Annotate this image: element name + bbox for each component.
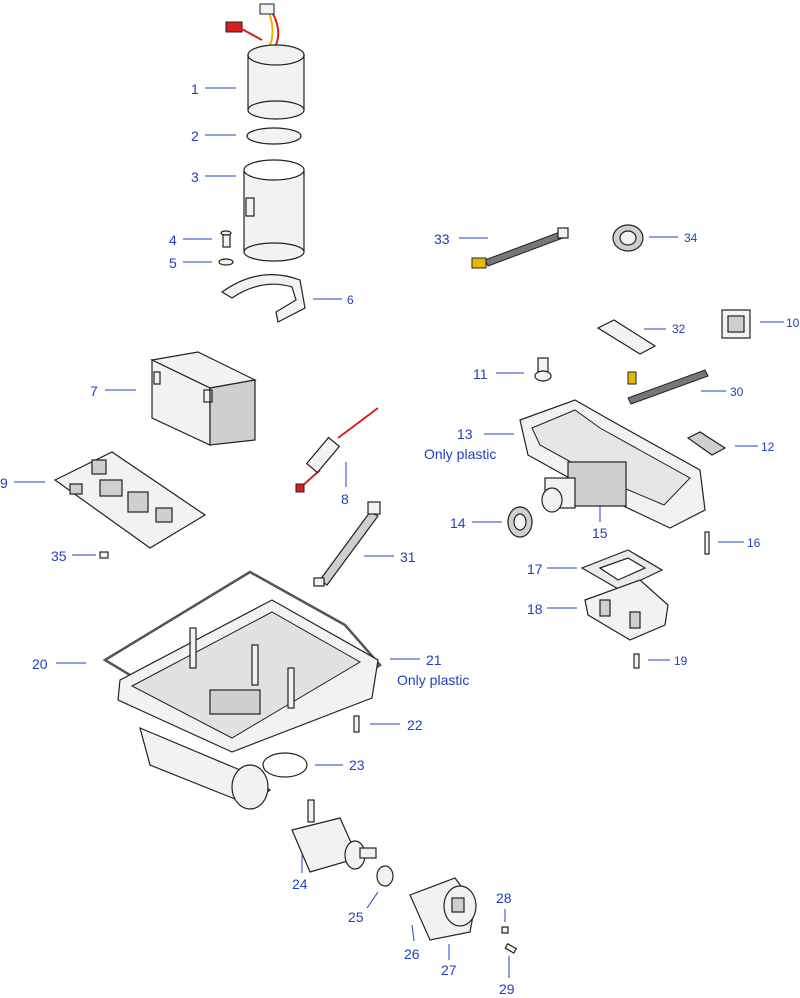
callout-35: 35	[51, 548, 67, 564]
part-20-21-base-housing	[102, 570, 382, 753]
callout-11: 11	[473, 366, 488, 382]
callout-25: 25	[348, 909, 364, 925]
note-21-only-plastic: Only plastic	[397, 672, 469, 688]
callout-12: 12	[761, 440, 775, 454]
callout-labels: 1 2 3 4 5 6 7 8 9 35 31 20 21 Only plast…	[0, 81, 800, 997]
callout-14: 14	[450, 515, 466, 531]
leader-lines	[14, 87, 784, 978]
part-11-plug	[534, 357, 552, 382]
callout-2: 2	[191, 128, 199, 144]
part-4-screw	[220, 230, 232, 248]
callout-21: 21	[426, 652, 442, 668]
part-22-screw	[353, 715, 360, 733]
callout-24: 24	[292, 876, 308, 892]
part-23-tube-ring	[139, 726, 308, 810]
callout-9: 9	[0, 475, 8, 491]
part-1-motor-cap	[225, 3, 305, 120]
callout-7: 7	[90, 383, 98, 399]
part-8-cable	[295, 407, 379, 493]
part-35-chip	[99, 551, 109, 559]
part-26-27-drum	[409, 877, 477, 941]
callout-30: 30	[730, 385, 744, 399]
part-34-gland-nut	[612, 224, 644, 252]
callout-6: 6	[347, 293, 354, 307]
callout-5: 5	[169, 255, 177, 271]
callout-19: 19	[674, 654, 688, 668]
part-7-battery-box	[150, 351, 257, 446]
callout-31: 31	[400, 549, 416, 565]
callout-23: 23	[349, 757, 365, 773]
part-18-bracket	[584, 579, 669, 641]
callout-4: 4	[169, 232, 177, 248]
callout-8: 8	[341, 491, 349, 507]
callout-33: 33	[434, 231, 450, 247]
callout-27: 27	[441, 962, 457, 978]
callout-22: 22	[407, 717, 423, 733]
part-24-motor	[291, 799, 377, 873]
part-drawings	[53, 3, 751, 954]
part-3-housing	[243, 159, 305, 262]
callout-18: 18	[527, 601, 543, 617]
part-25-washer	[376, 865, 394, 887]
callout-17: 17	[527, 561, 543, 577]
note-13-only-plastic: Only plastic	[424, 446, 496, 462]
callout-34: 34	[684, 231, 698, 245]
part-14-bearing	[507, 506, 533, 538]
part-30-cable	[627, 369, 709, 405]
part-2-gasket	[246, 127, 302, 145]
callout-20: 20	[32, 656, 48, 672]
part-9-circuit-board	[53, 451, 207, 549]
part-5-washer	[218, 258, 234, 266]
part-32-small-board	[596, 319, 657, 355]
part-28-screw	[501, 926, 509, 934]
callout-15: 15	[592, 525, 608, 541]
callout-3: 3	[191, 169, 199, 185]
part-6-clamp	[220, 274, 306, 323]
part-10-connector	[721, 309, 751, 339]
part-19-screw	[633, 653, 640, 669]
part-29-screw	[504, 942, 518, 954]
callout-28: 28	[496, 890, 512, 906]
callout-1: 1	[191, 81, 199, 97]
part-33-harness	[471, 227, 569, 269]
part-16-pin	[704, 531, 710, 555]
callout-32: 32	[672, 322, 686, 336]
part-13-15-gearbox	[519, 399, 706, 529]
part-17-frame	[580, 549, 664, 591]
callout-13: 13	[457, 426, 473, 442]
callout-29: 29	[499, 981, 515, 997]
callout-26: 26	[404, 946, 420, 962]
callout-10: 10	[786, 316, 800, 330]
callout-16: 16	[747, 536, 761, 550]
part-12-plate	[686, 431, 727, 456]
part-31-ribbon-cable	[313, 501, 381, 587]
